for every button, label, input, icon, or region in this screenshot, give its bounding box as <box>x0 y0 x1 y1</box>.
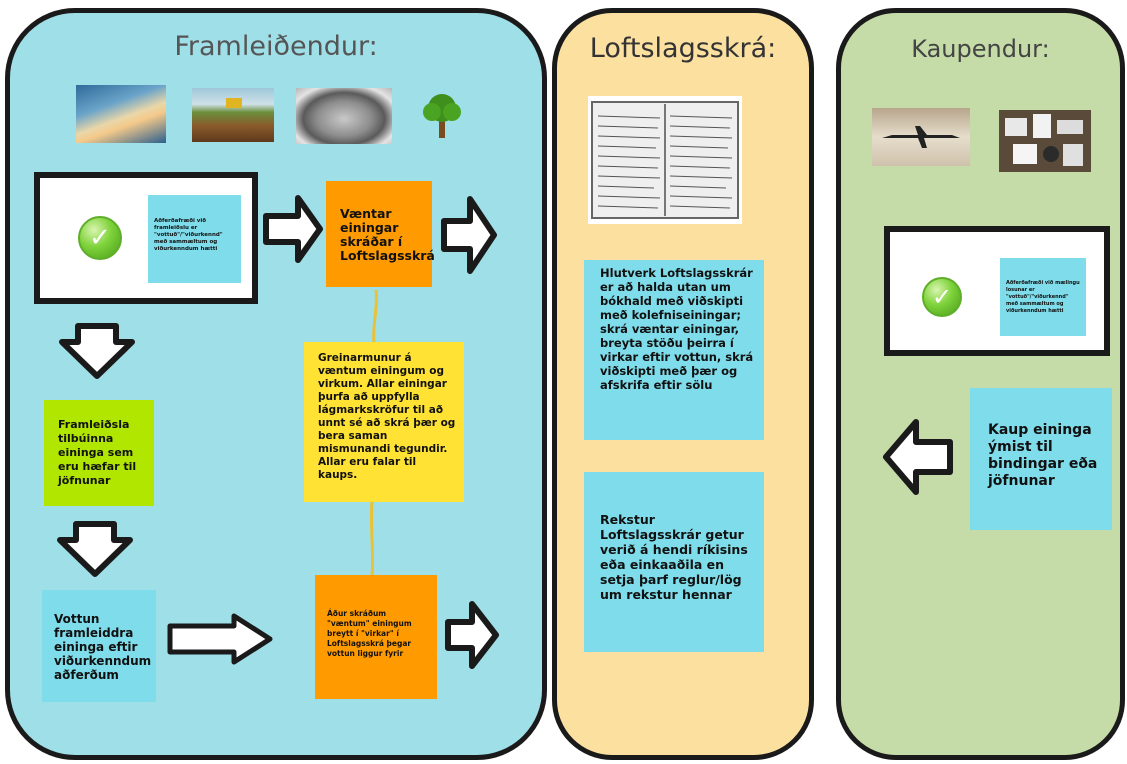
buyers-title: Kaupendur: <box>911 35 1050 63</box>
ledger-book-photo <box>588 96 742 224</box>
purchase-note: Kaup eininga ýmist til bindingar eða jöf… <box>970 388 1112 530</box>
conversion-note: Áður skráðum "væntum" einingum breytt í … <box>315 575 437 699</box>
arrow-left-icon <box>883 419 953 495</box>
desk-photo <box>999 110 1091 172</box>
excavator-photo <box>192 88 274 142</box>
tree-icon <box>420 90 464 140</box>
producer-method-frame: ✓ Aðferðafræði við framleiðslu er "vottu… <box>34 172 258 304</box>
arrow-right-icon <box>263 195 323 263</box>
buyer-method-frame: ✓ Aðferðafræði við mælingu losunar er "v… <box>884 226 1110 356</box>
excavator-shape <box>226 98 242 108</box>
registry-role-note: Hlutverk Loftslagsskrár er að halda utan… <box>584 260 764 440</box>
producers-title: Framleiðendur: <box>174 31 378 62</box>
check-mark-icon: ✓ <box>922 277 962 317</box>
arrow-right-icon <box>167 613 273 665</box>
production-note: Framleiðsla tilbúinna eininga sem eru hæ… <box>44 400 154 506</box>
registry-operation-note: Rekstur Loftslagsskrár getur verið á hen… <box>584 472 764 652</box>
minerals-photo <box>296 88 392 144</box>
connector-line <box>369 289 378 577</box>
check-mark-icon: ✓ <box>78 216 122 260</box>
clouds-photo <box>76 85 166 143</box>
verification-note: Vottun framleiddra eininga eftir viðurke… <box>42 590 156 702</box>
difference-note: Greinarmunur á væntum einingum og virkum… <box>304 342 464 502</box>
producer-method-note: Aðferðafræði við framleiðslu er "vottuð"… <box>148 195 241 283</box>
arrow-right-icon <box>441 196 497 274</box>
airplane-photo <box>872 108 970 166</box>
buyer-method-note: Aðferðafræði við mælingu losunar er "vot… <box>1000 258 1086 336</box>
registry-title: Loftslagsskrá: <box>589 33 777 64</box>
arrow-down-icon <box>57 521 133 577</box>
arrow-right-icon <box>445 601 499 669</box>
pending-units-note: Væntar einingar skráðar í Loftslagsskrá <box>326 181 435 287</box>
arrow-down-icon <box>59 323 135 379</box>
